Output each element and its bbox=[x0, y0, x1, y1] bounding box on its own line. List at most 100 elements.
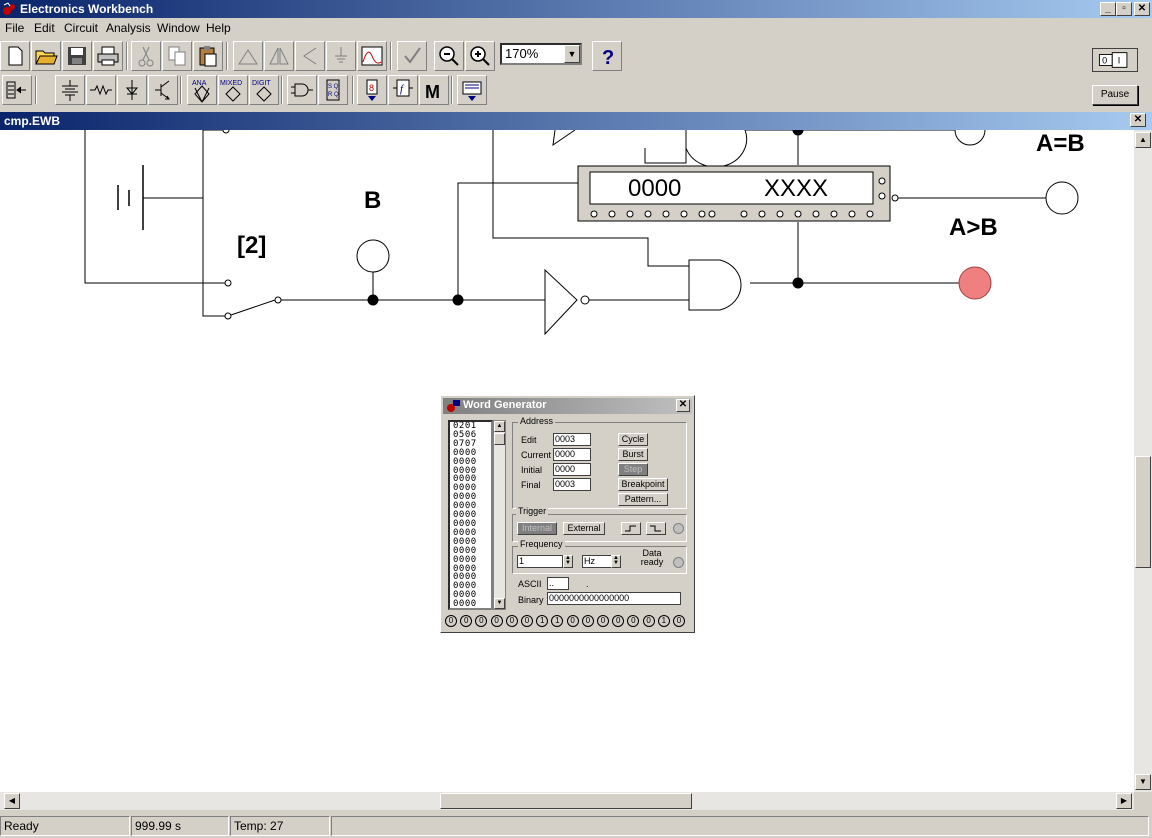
logic-gates-bin-button[interactable] bbox=[287, 75, 317, 105]
word-list-item[interactable]: 0000 bbox=[453, 447, 477, 458]
word-list-item[interactable]: 0707 bbox=[453, 438, 477, 449]
document-close-button[interactable]: ✕ bbox=[1130, 113, 1146, 127]
internal-trigger-button[interactable]: Internal bbox=[517, 522, 557, 535]
final-address-field[interactable]: 0003 bbox=[553, 478, 591, 491]
vertical-scroll-thumb[interactable] bbox=[1135, 456, 1151, 568]
component-properties-button[interactable] bbox=[326, 41, 356, 71]
output-pin[interactable]: 1 bbox=[551, 615, 564, 627]
output-pin[interactable]: 1 bbox=[657, 615, 670, 627]
output-pin[interactable]: 0 bbox=[460, 615, 473, 627]
cut-button[interactable] bbox=[131, 41, 161, 71]
indicators-bin-button[interactable]: 8 bbox=[357, 75, 387, 105]
word-list-item[interactable]: 0201 bbox=[453, 421, 477, 431]
scroll-down-button[interactable]: ▼ bbox=[1135, 774, 1151, 790]
output-pin[interactable]: 0 bbox=[612, 615, 625, 627]
word-list-item[interactable]: 0000 bbox=[453, 599, 477, 610]
vertical-scrollbar[interactable]: ▲ ▼ bbox=[1134, 130, 1152, 792]
frequency-stepper[interactable]: ▲▼ bbox=[563, 555, 573, 568]
open-button[interactable] bbox=[31, 41, 61, 71]
paste-button[interactable] bbox=[193, 41, 223, 71]
current-address-field[interactable]: 0000 bbox=[553, 448, 591, 461]
copy-button[interactable] bbox=[162, 41, 192, 71]
chevron-down-icon[interactable]: ▼ bbox=[564, 45, 580, 63]
zoom-select[interactable]: 170% ▼ bbox=[500, 43, 582, 65]
output-pin[interactable]: 0 bbox=[445, 615, 457, 627]
scroll-up-button[interactable]: ▲ bbox=[1135, 132, 1151, 148]
word-list-item[interactable]: 0000 bbox=[453, 456, 477, 467]
word-list-item[interactable]: 0000 bbox=[453, 554, 477, 565]
basic-bin-button[interactable] bbox=[86, 75, 116, 105]
word-list-scroll-down[interactable]: ▼ bbox=[494, 598, 505, 609]
analog-ics-bin-button[interactable]: ANA bbox=[187, 75, 217, 105]
word-list-item[interactable]: 0506 bbox=[453, 429, 477, 440]
controls-bin-button[interactable]: f bbox=[388, 75, 418, 105]
word-generator-close-button[interactable]: ✕ bbox=[676, 399, 690, 412]
data-ready-terminal[interactable] bbox=[673, 557, 684, 568]
minimize-button[interactable]: _ bbox=[1100, 2, 1116, 16]
rising-edge-button[interactable] bbox=[621, 522, 641, 535]
output-pin[interactable]: 0 bbox=[521, 615, 533, 627]
digital-ics-bin-button[interactable]: DIGIT bbox=[249, 75, 279, 105]
menu-help[interactable]: Help bbox=[206, 21, 231, 35]
new-button[interactable] bbox=[0, 41, 30, 71]
word-list-item[interactable]: 0000 bbox=[453, 465, 477, 476]
output-pin[interactable]: 0 bbox=[673, 615, 685, 627]
falling-edge-button[interactable] bbox=[646, 522, 666, 535]
burst-button[interactable]: Burst bbox=[618, 448, 648, 461]
scroll-right-button[interactable]: ▶ bbox=[1116, 793, 1132, 809]
unit-stepper[interactable]: ▲▼ bbox=[611, 555, 621, 568]
pause-button[interactable]: Pause bbox=[1092, 85, 1138, 105]
output-pin[interactable]: 0 bbox=[642, 615, 655, 627]
menu-analysis[interactable]: Analysis bbox=[106, 21, 151, 35]
word-list-scrollbar[interactable]: ▲ ▼ bbox=[493, 420, 506, 610]
save-button[interactable] bbox=[62, 41, 92, 71]
zoom-in-button[interactable] bbox=[465, 41, 495, 71]
word-generator-title-bar[interactable]: Word Generator ✕ bbox=[443, 398, 692, 414]
menu-edit[interactable]: Edit bbox=[34, 21, 55, 35]
word-list-item[interactable]: 0000 bbox=[453, 474, 477, 485]
sources-bin-button[interactable] bbox=[55, 75, 85, 105]
breakpoint-button[interactable]: Breakpoint bbox=[618, 478, 668, 491]
menu-window[interactable]: Window bbox=[157, 21, 200, 35]
word-list-scroll-up[interactable]: ▲ bbox=[494, 421, 505, 432]
word-list-item[interactable]: 0000 bbox=[453, 536, 477, 547]
word-list-item[interactable]: 0000 bbox=[453, 492, 477, 503]
horizontal-scrollbar[interactable]: ◀ ▶ bbox=[0, 792, 1134, 810]
instruments-bin-button[interactable] bbox=[457, 75, 487, 105]
horizontal-scroll-thumb[interactable] bbox=[440, 793, 692, 809]
edit-address-field[interactable]: 0003 bbox=[553, 433, 591, 446]
scroll-left-button[interactable]: ◀ bbox=[4, 793, 20, 809]
word-list-item[interactable]: 0000 bbox=[453, 590, 477, 601]
word-list-item[interactable]: 0000 bbox=[453, 518, 477, 529]
check-button[interactable] bbox=[397, 41, 427, 71]
close-button[interactable]: ✕ bbox=[1134, 2, 1150, 16]
trigger-terminal[interactable] bbox=[673, 523, 684, 534]
step-button[interactable]: Step bbox=[618, 463, 648, 476]
zoom-out-button[interactable] bbox=[434, 41, 464, 71]
output-pin[interactable]: 0 bbox=[490, 615, 503, 627]
external-trigger-button[interactable]: External bbox=[563, 522, 605, 535]
output-pin[interactable]: 1 bbox=[536, 615, 549, 627]
word-list-thumb[interactable] bbox=[494, 433, 505, 445]
word-list-item[interactable]: 0000 bbox=[453, 501, 477, 512]
word-list-item[interactable]: 0000 bbox=[453, 581, 477, 592]
output-pin[interactable]: 0 bbox=[627, 615, 640, 627]
output-pin[interactable]: 0 bbox=[581, 615, 594, 627]
word-list-item[interactable]: 0000 bbox=[453, 563, 477, 574]
word-list-item[interactable]: 0000 bbox=[453, 572, 477, 583]
menu-circuit[interactable]: Circuit bbox=[64, 21, 99, 35]
output-pin[interactable]: 0 bbox=[475, 615, 488, 627]
initial-address-field[interactable]: 0000 bbox=[553, 463, 591, 476]
binary-field[interactable]: 0000000000000000 bbox=[547, 592, 681, 605]
help-button[interactable]: ? bbox=[592, 41, 622, 71]
output-pin[interactable]: 0 bbox=[505, 615, 518, 627]
cycle-button[interactable]: Cycle bbox=[618, 433, 648, 446]
output-pin[interactable]: 0 bbox=[597, 615, 609, 627]
rotate-button[interactable] bbox=[233, 41, 263, 71]
mixed-ics-bin-button[interactable]: MIXED bbox=[218, 75, 248, 105]
flip-horizontal-button[interactable] bbox=[264, 41, 294, 71]
frequency-unit-field[interactable]: Hz bbox=[582, 555, 612, 568]
diodes-bin-button[interactable] bbox=[117, 75, 147, 105]
